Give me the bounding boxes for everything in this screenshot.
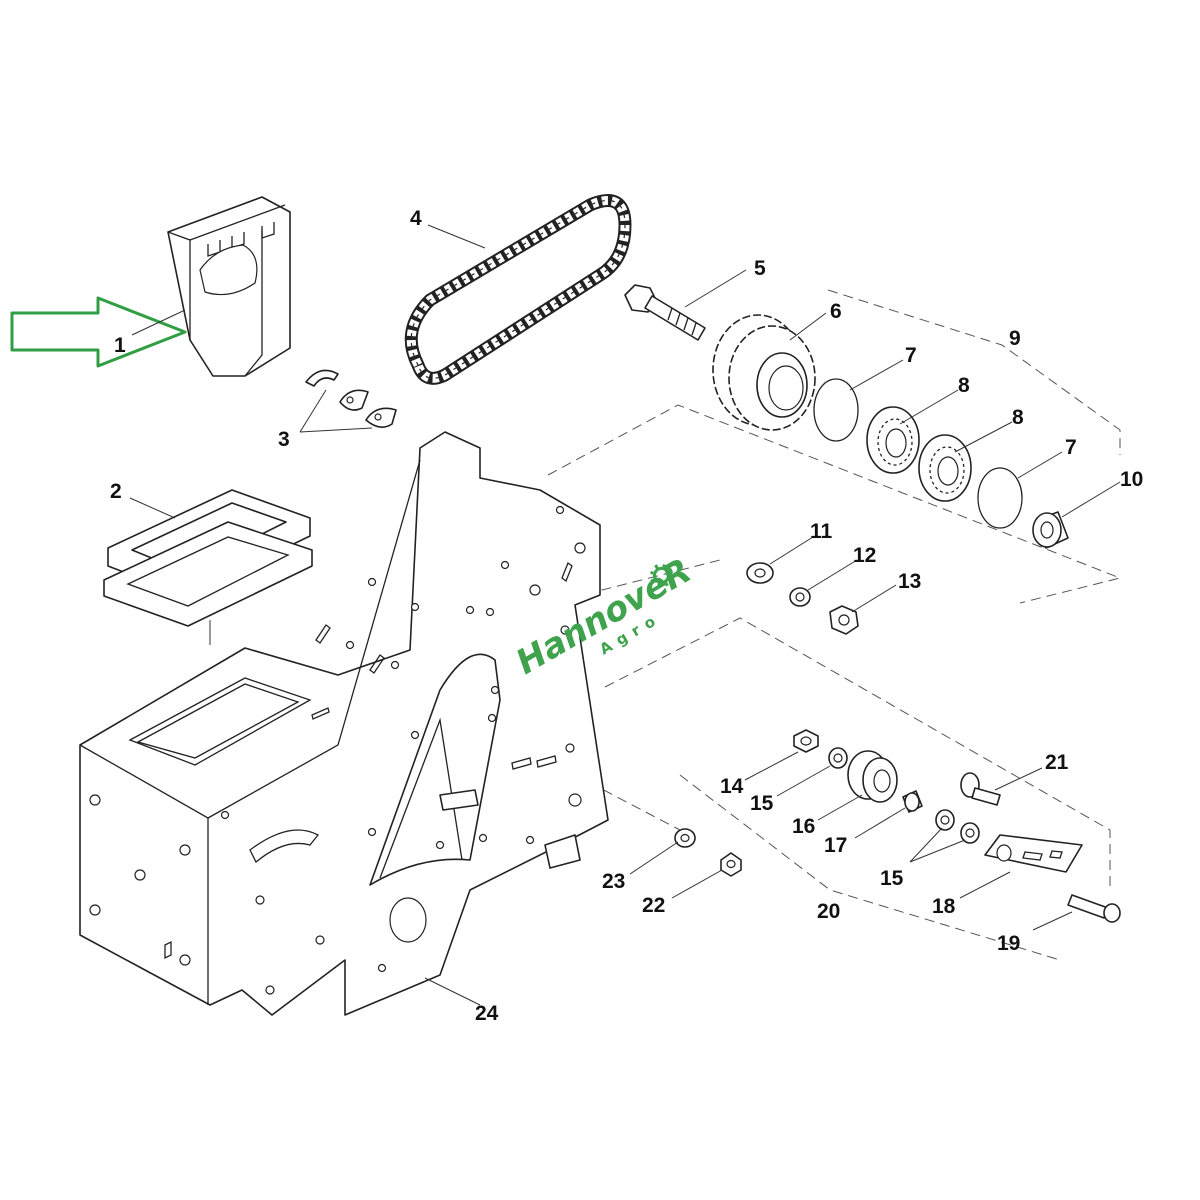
- callout-7-b: 7: [1065, 436, 1077, 459]
- callout-22: 22: [642, 894, 665, 917]
- callout-13: 13: [898, 570, 921, 593]
- part-5-bolt: [624, 284, 706, 341]
- callout-11: 11: [810, 520, 833, 543]
- part-24-main-frame: [79, 431, 609, 1016]
- part-15-washer-c: [960, 822, 980, 844]
- callout-2: 2: [110, 480, 122, 503]
- part-4-roller-chain: [404, 194, 632, 385]
- leader-lines: [129, 224, 1121, 1006]
- part-10-spacer: [1032, 511, 1069, 549]
- callout-24: 24: [475, 1002, 499, 1025]
- callout-10: 10: [1120, 468, 1143, 491]
- callout-15-a: 15: [750, 792, 774, 815]
- part-15-washer-a: [828, 747, 848, 769]
- callout-3: 3: [278, 428, 290, 451]
- callout-21: 21: [1045, 751, 1069, 774]
- assembly-9-outline-top: [827, 289, 1121, 455]
- part-12-lock-washer: [789, 587, 811, 607]
- part-1-chain-guard: [167, 196, 291, 377]
- part-3-connecting-link: [305, 369, 397, 428]
- callout-14: 14: [720, 775, 744, 798]
- part-23-washer: [674, 828, 696, 848]
- part-7-circlip-b: [977, 467, 1023, 529]
- part-15-washer-b: [935, 809, 955, 831]
- part-21-carriage-bolt: [960, 772, 1001, 806]
- part-2-gasket: [103, 489, 313, 627]
- part-6-sprocket: [712, 314, 816, 431]
- gear-icon: [650, 564, 673, 587]
- part-16-roller: [847, 750, 898, 803]
- part-17-bushing: [902, 790, 923, 813]
- callout-20: 20: [817, 900, 840, 923]
- assembly-11-13-outline: [554, 559, 721, 603]
- callout-19: 19: [997, 932, 1020, 955]
- part-8-bearing-b: [918, 434, 972, 502]
- callout-12: 12: [853, 544, 876, 567]
- part-18-tensioner-plate: [984, 834, 1083, 873]
- callout-7-a: 7: [905, 344, 917, 367]
- assembly-20-outline: [604, 617, 1111, 890]
- part-14-nut: [793, 729, 819, 753]
- part-11-washer: [746, 562, 774, 584]
- callout-17: 17: [824, 834, 847, 857]
- callout-6: 6: [830, 300, 842, 323]
- part-22-nut: [720, 852, 742, 877]
- part-19-bolt: [1067, 894, 1121, 923]
- callout-labels: 1 2 3 4 5 6 7 8 9 8 7 10 11 12 13 14 15 …: [110, 207, 1143, 1025]
- highlight-arrow-icon: [10, 296, 187, 368]
- part-8-bearing-a: [866, 406, 920, 474]
- callout-8-a: 8: [958, 374, 970, 397]
- callout-8-b: 8: [1012, 406, 1024, 429]
- part-13-nut: [829, 605, 859, 635]
- callout-15-b: 15: [880, 867, 904, 890]
- callout-5: 5: [754, 257, 766, 280]
- callout-4: 4: [410, 207, 422, 230]
- callout-23: 23: [602, 870, 625, 893]
- callout-1: 1: [114, 334, 126, 357]
- part-7-circlip-a: [813, 378, 859, 442]
- callout-16: 16: [792, 815, 815, 838]
- callout-9: 9: [1009, 327, 1021, 350]
- assembly-9-outline: [547, 404, 1122, 604]
- callout-18: 18: [932, 895, 956, 918]
